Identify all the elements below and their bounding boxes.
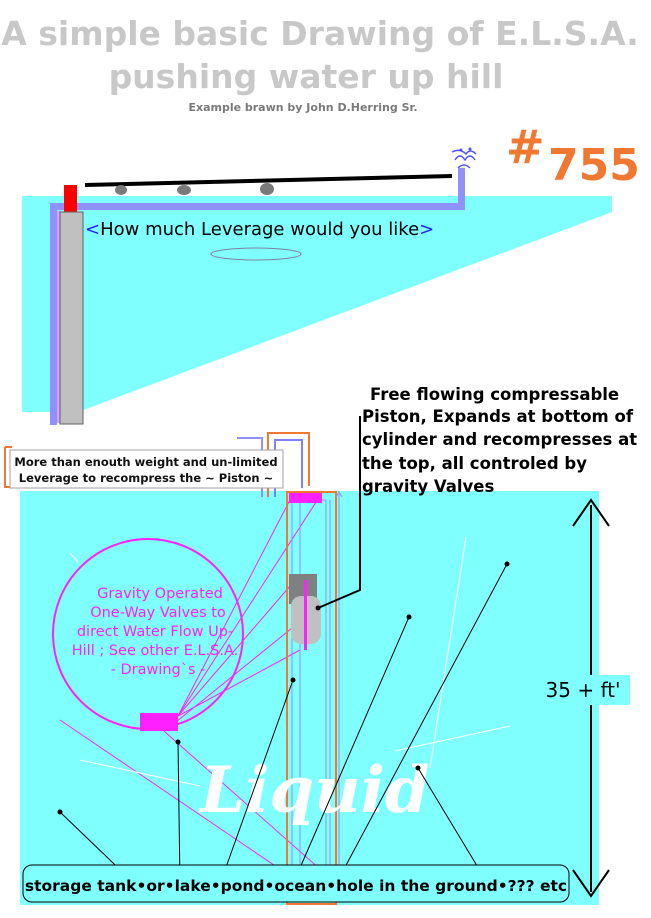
storage-label-box	[22, 864, 570, 903]
weight-note-line-2: Leverage to recompress the ~ Piston ~	[19, 471, 273, 485]
leverage-caption: <How much Leverage would you like>	[85, 219, 434, 240]
upper-water-tank	[22, 196, 612, 412]
top-valve	[289, 493, 322, 503]
upper-left-pipe	[50, 203, 57, 425]
credit-line: Example brawn by John D.Herring Sr.	[188, 101, 417, 114]
badge-hash: #	[506, 120, 545, 174]
height-label: 35 + ft'	[546, 678, 621, 702]
upper-cylinder	[59, 211, 84, 425]
piston-rod	[304, 580, 307, 650]
storage-label: storage tank•or•lake•pond•ocean•hole in …	[25, 877, 567, 895]
valve-block	[140, 713, 178, 731]
height-arrow-down-icon	[572, 869, 610, 898]
height-label-bg	[534, 675, 630, 705]
piston-note-line-5: gravity Valves	[362, 477, 494, 496]
lever-weight-3	[260, 183, 274, 195]
lever-weight-1	[115, 185, 127, 195]
valves-note-line-1: Gravity Operated	[97, 586, 223, 602]
guide-arrow-icon	[335, 491, 343, 500]
liquid-label: Liquid	[198, 753, 430, 828]
pointer-dots	[57, 561, 510, 815]
piston-note-line-1: Free flowing compressable	[370, 385, 619, 404]
water-streaks	[69, 536, 511, 787]
upper-riser-pipe	[458, 168, 465, 204]
weight-note-line-1: More than enouth weight and un-limited	[14, 455, 277, 469]
upper-horizontal-pipe	[50, 203, 465, 210]
valve-connection-lines	[59, 495, 331, 881]
piston-note-line-3: cylinder and recompresses at	[362, 430, 637, 449]
weight-note-box	[9, 449, 284, 489]
lever-weight-2	[177, 185, 191, 195]
lower-water-tank	[20, 491, 599, 905]
upper-left-pipe-inner	[57, 211, 60, 423]
valves-note-line-2: One-Way Valves to	[90, 605, 226, 621]
lever-bar	[84, 174, 453, 187]
valves-note-line-5: - Drawing`s -	[111, 662, 206, 678]
leverage-ellipse	[210, 247, 302, 261]
piston-note-line-4: the top, all controled by	[362, 454, 587, 473]
upper-red-cap	[64, 185, 77, 213]
title-line-2: pushing water up hill	[109, 57, 504, 96]
badge-number: 755	[548, 140, 640, 191]
water-spray-icon	[451, 147, 477, 169]
piston-leader-dot	[315, 605, 321, 611]
valves-note-line-3: direct Water Flow Up-	[77, 624, 233, 640]
title-line-1: A simple basic Drawing of E.L.S.A.	[1, 14, 639, 53]
piston-leader-line	[317, 416, 361, 609]
valves-note-line-4: Hill ; See other E.L.S.A.	[72, 643, 239, 659]
height-arrow-up-icon	[572, 498, 610, 527]
piston-note-line-2: Piston, Expands at bottom of	[362, 407, 634, 426]
